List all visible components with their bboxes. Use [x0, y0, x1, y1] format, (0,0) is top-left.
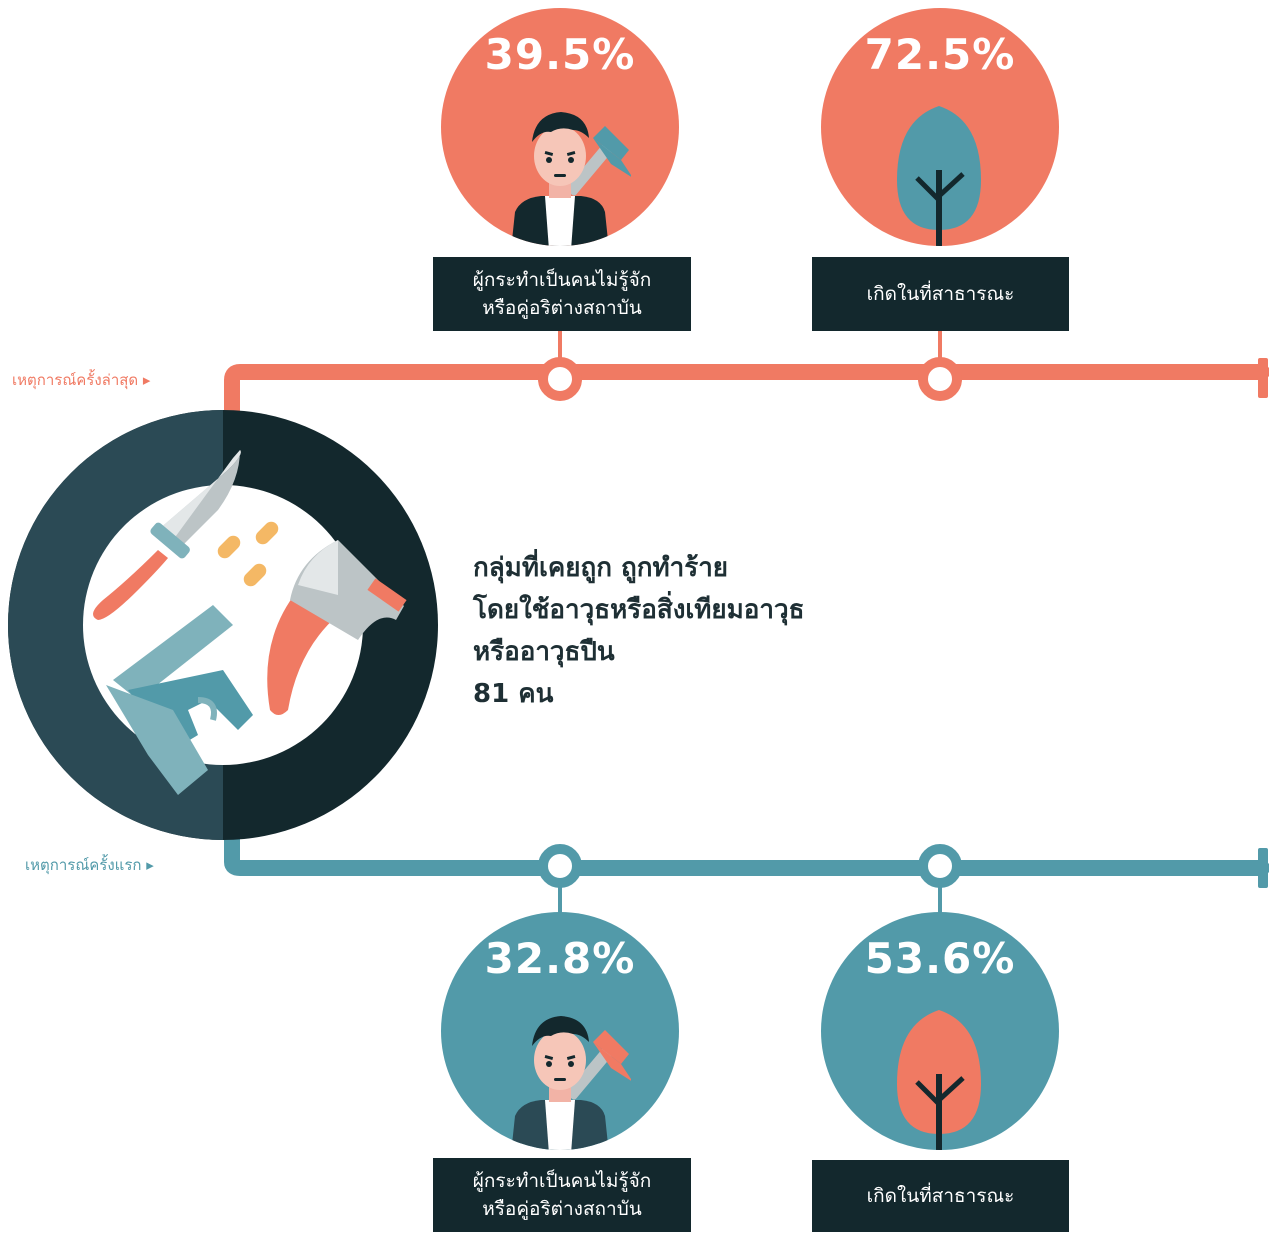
- headline: กลุ่มที่เคยถูก ถูกทำร้าย โดยใช้อาวุธหรือ…: [473, 547, 804, 715]
- label-line-2: หรือคู่อริต่างสถาบัน: [482, 1198, 642, 1220]
- first-stranger-stat: 32.8%: [441, 912, 679, 1150]
- stat-value: 72.5%: [864, 30, 1016, 79]
- first-public-label: เกิดในที่สาธารณะ: [812, 1160, 1069, 1232]
- first-public-stat: 53.6%: [821, 912, 1059, 1150]
- angry-man-with-hammer-icon: [511, 112, 631, 246]
- headline-line-1: กลุ่มที่เคยถูก ถูกทำร้าย: [473, 553, 729, 583]
- weapons-icon: [8, 410, 438, 840]
- label-line-1: ผู้กระทำเป็นคนไม่รู้จัก: [472, 269, 652, 291]
- headline-line-2: โดยใช้อาวุธหรือสิ่งเทียมอาวุธ: [473, 595, 805, 625]
- latest-stranger-label: ผู้กระทำเป็นคนไม่รู้จัก หรือคู่อริต่างสถ…: [433, 257, 691, 331]
- axe-icon: [267, 540, 407, 715]
- headline-line-4: 81 คน: [473, 679, 554, 709]
- first-stranger-label: ผู้กระทำเป็นคนไม่รู้จัก หรือคู่อริต่างสถ…: [433, 1158, 691, 1232]
- angry-man-with-hammer-icon: [511, 1016, 631, 1150]
- latest-incident-label: เหตุการณ์ครั้งล่าสุด ▸: [12, 371, 151, 389]
- stat-value: 53.6%: [864, 934, 1016, 983]
- latest-public-stat: 72.5%: [821, 8, 1059, 246]
- headline-line-3: หรืออาวุธปืน: [473, 637, 615, 667]
- latest-public-label: เกิดในที่สาธารณะ: [812, 257, 1069, 331]
- bullets-icon: [217, 521, 279, 587]
- knife-icon: [93, 450, 241, 620]
- stat-value: 39.5%: [484, 30, 636, 79]
- tree-icon: [897, 1010, 981, 1150]
- latest-stranger-stat: 39.5%: [441, 8, 679, 246]
- gun-icon: [106, 605, 253, 795]
- tree-icon: [897, 106, 981, 246]
- label-line-1: ผู้กระทำเป็นคนไม่รู้จัก: [472, 1170, 652, 1192]
- first-incident-label: เหตุการณ์ครั้งแรก ▸: [25, 856, 154, 874]
- label-line-2: หรือคู่อริต่างสถาบัน: [482, 297, 642, 319]
- stat-value: 32.8%: [484, 934, 636, 983]
